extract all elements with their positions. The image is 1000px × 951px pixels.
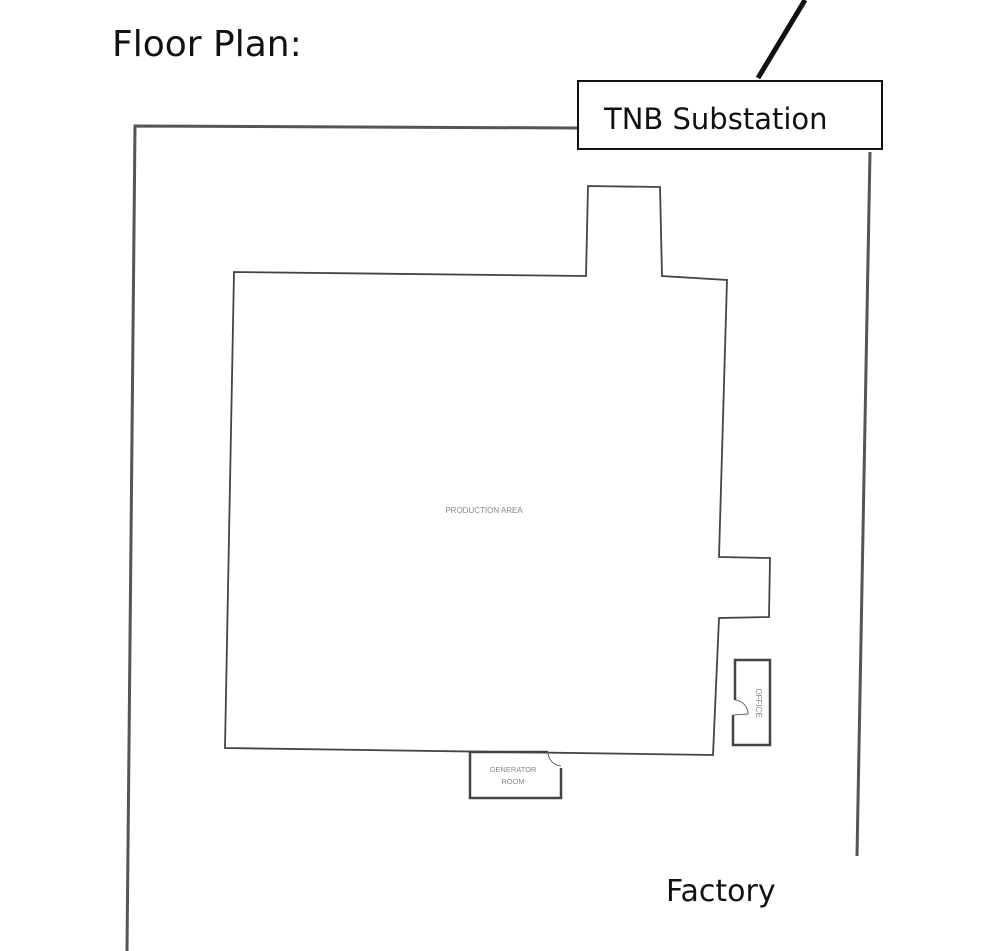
substation-connector-line (755, 0, 808, 80)
substation-box: TNB Substation (577, 80, 883, 150)
generator-room-label-2: ROOM (501, 777, 524, 786)
office-room: OFFICE (731, 658, 772, 747)
production-area-outline (224, 185, 771, 756)
site-boundary (125, 124, 872, 951)
factory-label: Factory (666, 874, 776, 909)
substation-label: TNB Substation (604, 102, 828, 136)
page-title: Floor Plan: (112, 24, 302, 65)
office-label: OFFICE (754, 688, 763, 717)
generator-room: GENERATOR ROOM (468, 750, 563, 800)
production-area-label: PRODUCTION AREA (445, 506, 523, 515)
generator-room-label-1: GENERATOR (490, 765, 537, 774)
